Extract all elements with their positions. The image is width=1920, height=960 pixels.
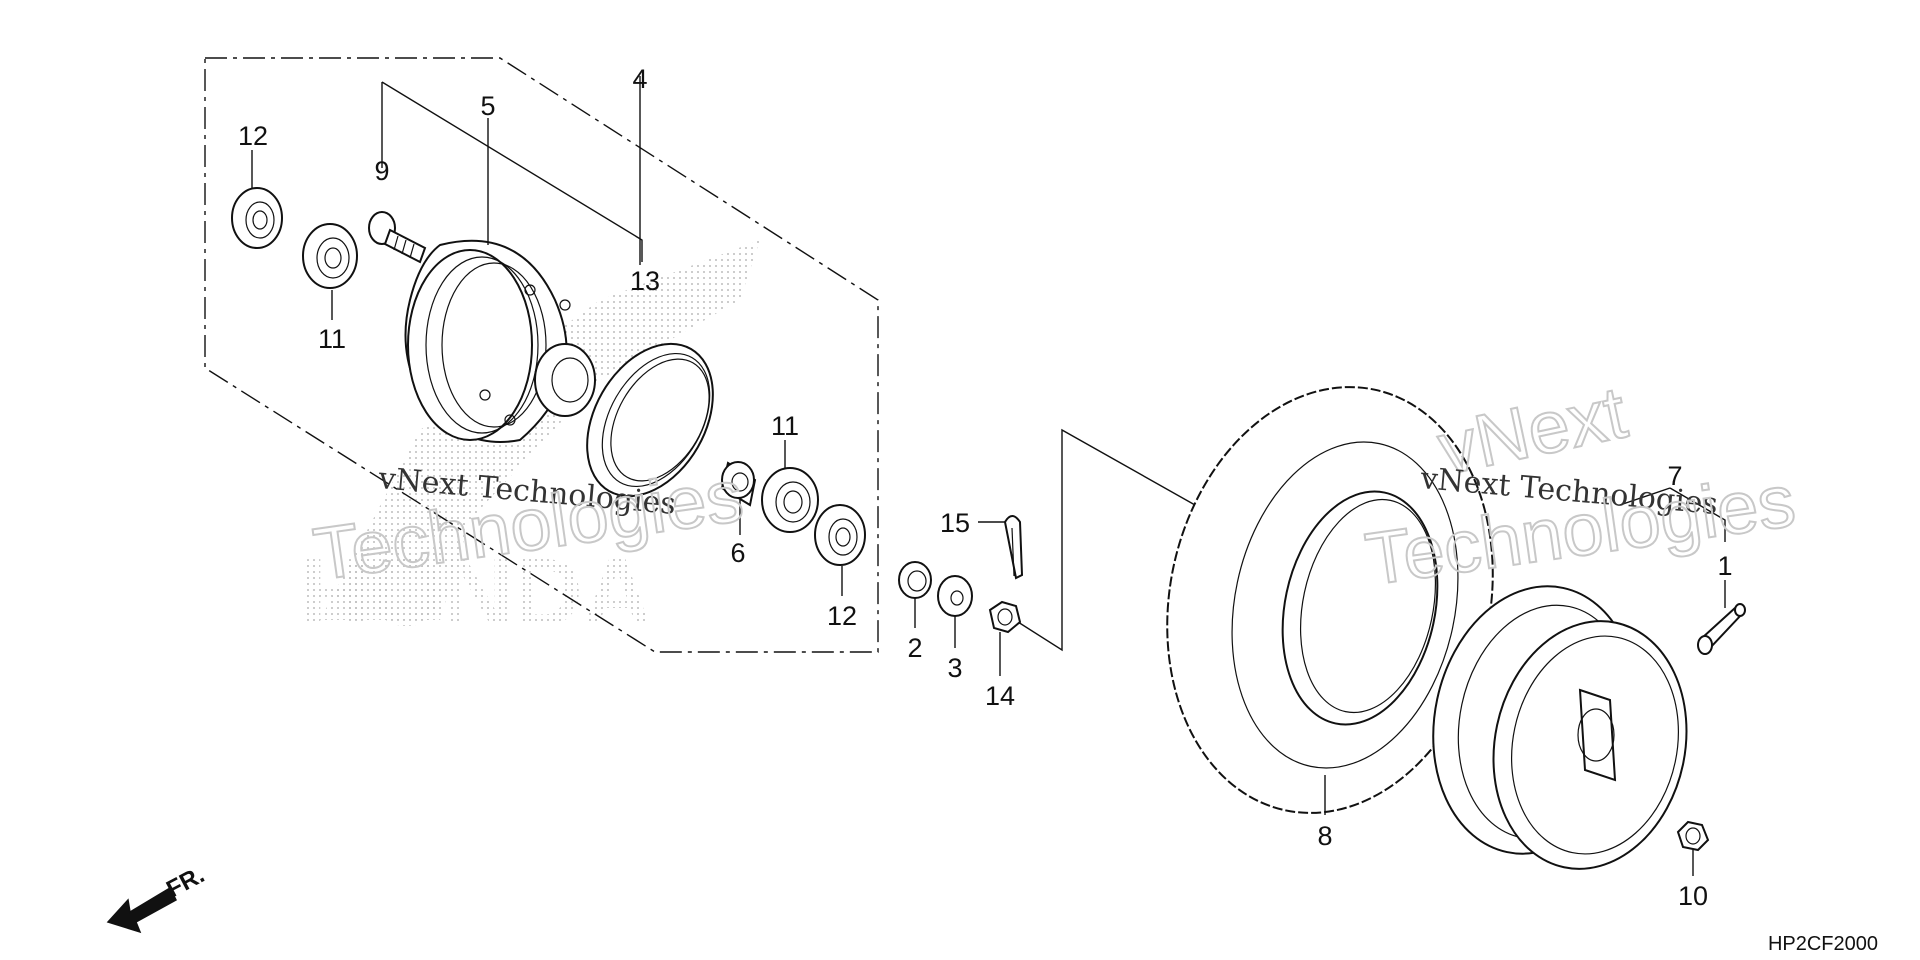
seal-ring-13 [586, 342, 714, 498]
callout-lines [251, 76, 1726, 876]
label-7: 7 [1667, 461, 1682, 491]
hub-drum-5 [404, 239, 596, 443]
label-2: 2 [907, 633, 922, 663]
washer-2 [898, 561, 932, 599]
label-5: 5 [480, 91, 495, 121]
label-15: 15 [940, 508, 970, 538]
bearing-12-lower [814, 504, 866, 566]
bearing-11-upper [302, 223, 358, 289]
label-1: 1 [1717, 551, 1732, 581]
label-8: 8 [1317, 821, 1332, 851]
label-13: 13 [630, 266, 660, 296]
nut-10 [1676, 820, 1710, 852]
valve-stem-1 [1697, 603, 1746, 655]
watermark-right: vNext vNext Technologies Technologies [1360, 369, 1801, 602]
label-4: 4 [632, 64, 647, 94]
label-3: 3 [947, 653, 962, 683]
arrow-icon [106, 886, 177, 934]
leader-7 [1669, 487, 1726, 542]
honda-logo-text: HONDA [300, 539, 652, 646]
leader-14-8 [1017, 428, 1196, 652]
diagram-code: HP2CF2000 [1768, 933, 1878, 955]
tire-8 [1166, 386, 1494, 814]
front-arrow: FR. [106, 861, 209, 934]
assembly-outline [204, 57, 879, 653]
leader-7b [1619, 487, 1671, 506]
label-14: 14 [985, 681, 1015, 711]
washer-3 [937, 575, 973, 617]
cotter-pin-15 [1003, 515, 1024, 580]
label-10: 10 [1678, 881, 1708, 911]
collar-6 [720, 461, 757, 507]
label-9: 9 [374, 156, 389, 186]
honda-dotted-logo: HONDA [300, 240, 760, 646]
label-12-lower: 12 [827, 601, 857, 631]
bearing-11-lower [761, 467, 819, 533]
label-11-lower: 11 [771, 411, 799, 441]
leader-9-13 [381, 81, 643, 262]
castle-nut-14 [988, 600, 1022, 634]
rim-7 [1432, 585, 1688, 870]
stud-bolt-9 [368, 211, 427, 264]
bearing-12-upper [231, 187, 283, 249]
label-12-upper: 12 [238, 121, 268, 151]
label-11-upper: 11 [318, 324, 346, 354]
label-6: 6 [730, 538, 745, 568]
